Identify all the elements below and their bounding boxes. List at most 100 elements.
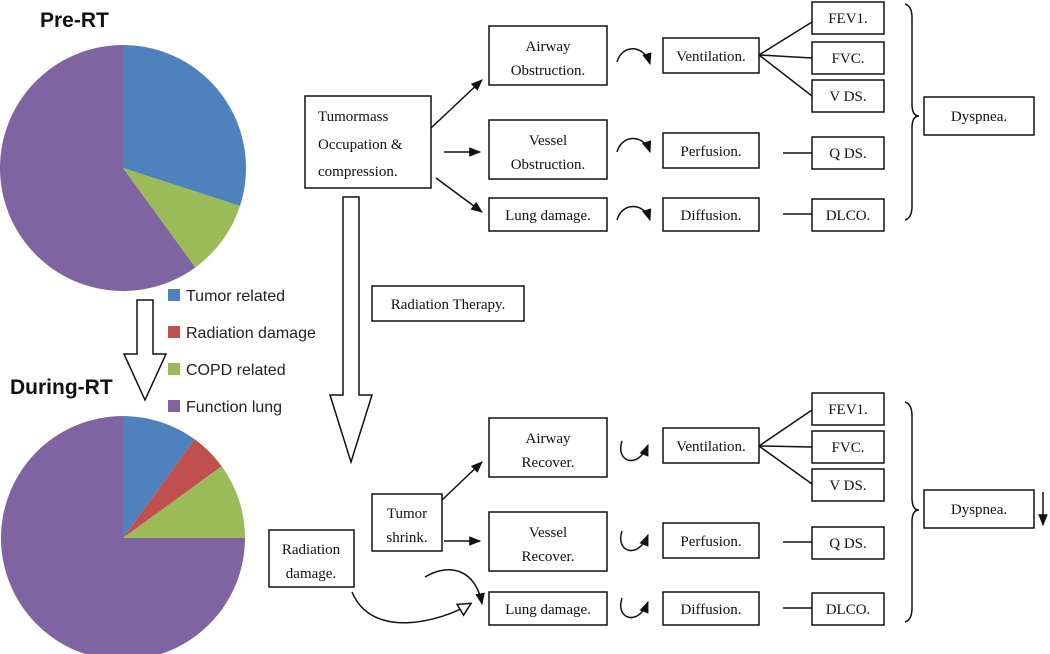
radiation-damage-line1: Radiation (282, 542, 341, 558)
vds-bottom-box (811, 468, 885, 502)
bottom-flow: Tumor shrink. Radiation damage. Airway R… (268, 392, 1048, 626)
fev1-label: FEV1. (828, 11, 868, 27)
dyspnea-bottom-label: Dyspnea. (951, 502, 1007, 518)
dyspnea-label: Dyspnea. (951, 109, 1007, 125)
line-ventilation-vds (758, 54, 813, 97)
fvc-box (811, 41, 885, 75)
qds-bottom-label: Q DS. (829, 536, 867, 552)
curved-arrow-vessel-perfusion (616, 137, 652, 154)
curved-arrow-lung-diffusion (616, 205, 652, 222)
qds-bottom-box (811, 526, 885, 560)
dlco-bottom-box (811, 592, 885, 626)
radiation-therapy-box (371, 285, 525, 322)
vessel-obstruction-line1: Vessel (529, 133, 567, 149)
curved-arrow-airway-ventilation-bottom (619, 440, 649, 462)
legend-label-copd: COPD related (186, 362, 286, 379)
ventilation-label: Ventilation. (676, 49, 746, 65)
perfusion-box (662, 132, 760, 169)
tumormass-box (304, 95, 432, 189)
diffusion-label: Diffusion. (681, 208, 742, 224)
pie-slice-function (0, 45, 196, 291)
pie-pre-title: Pre-RT (40, 9, 109, 32)
dyspnea-bottom-box (923, 489, 1035, 529)
curved-arrow-vessel-perfusion-bottom (619, 530, 649, 552)
lung-damage-bottom-box (488, 591, 608, 626)
vessel-recover-line2: Recover. (522, 549, 575, 565)
vessel-obstruction-line2: Obstruction. (511, 157, 586, 173)
tumormass-label-line3: compression. (318, 164, 398, 180)
radiation-damage-line2: damage. (286, 566, 336, 582)
curved-arrow-airway-ventilation (616, 48, 652, 66)
airway-recover-line2: Recover. (522, 455, 575, 471)
pie-pre-rt (0, 45, 247, 291)
fvc-bottom-label: FVC. (832, 440, 865, 456)
pie-slice-tumor (123, 416, 195, 538)
arrow-shrink-to-airway (441, 461, 483, 501)
pre-to-during-arrow (122, 299, 168, 402)
radiation-damage-box (268, 529, 355, 588)
fev1-bottom-box (811, 392, 885, 426)
ventilation-bottom-label: Ventilation. (676, 439, 746, 455)
tumor-shrink-line1: Tumor (387, 506, 427, 522)
pie-slice-copd (123, 466, 245, 538)
legend-label-radiation: Radiation damage (186, 325, 316, 342)
qds-label: Q DS. (829, 146, 867, 162)
legend-swatch-tumor (168, 289, 180, 301)
legend: Tumor related Radiation damage COPD rela… (168, 288, 316, 416)
pie-during-title: During-RT (10, 376, 113, 399)
vds-box (811, 79, 885, 113)
line-ventilation-fvc-bottom (758, 445, 813, 448)
radiation-therapy-label: Radiation Therapy. (391, 297, 506, 313)
arrow-curve-to-lung (424, 569, 485, 606)
lung-damage-bottom-label: Lung damage. (505, 602, 591, 618)
ventilation-bottom-box (662, 427, 760, 464)
fev1-bottom-label: FEV1. (828, 402, 868, 418)
diffusion-bottom-label: Diffusion. (681, 602, 742, 618)
therapy-down-arrow (328, 196, 374, 465)
dlco-label: DLCO. (826, 208, 871, 224)
arrow-tumor-to-airway (430, 79, 483, 129)
airway-recover-line1: Airway (526, 431, 571, 447)
qds-box (811, 136, 885, 170)
line-ventilation-fev1-bottom (758, 409, 813, 447)
vds-label: V DS. (829, 89, 866, 105)
top-flow: Tumormass Occupation & compression. Airw… (304, 1, 1035, 232)
fvc-bottom-box (811, 430, 885, 464)
legend-swatch-radiation (168, 326, 180, 338)
tumormass-label-line1: Tumormass (318, 109, 388, 125)
vessel-recover-box (488, 511, 608, 572)
legend-swatch-function (168, 400, 180, 412)
fvc-label: FVC. (832, 51, 865, 67)
vds-bottom-label: V DS. (829, 478, 866, 494)
arrow-radiation-to-lung (351, 591, 470, 624)
brace-bottom (904, 401, 920, 623)
pie-slice-tumor (123, 45, 247, 207)
perfusion-label: Perfusion. (680, 144, 741, 160)
diffusion-bottom-box (662, 591, 760, 626)
pie-slice-function (1, 416, 245, 654)
lung-damage-box (488, 197, 608, 232)
pie-during-rt (1, 416, 245, 654)
airway-obstruction-line2: Obstruction. (511, 63, 586, 79)
arrow-tumor-to-lung (435, 177, 483, 213)
airway-obstruction-line1: Airway (526, 39, 571, 55)
tumor-shrink-line2: shrink. (386, 530, 427, 546)
line-ventilation-fvc (758, 54, 813, 59)
lung-damage-label: Lung damage. (505, 208, 591, 224)
dlco-box (811, 198, 885, 232)
legend-swatch-copd (168, 363, 180, 375)
ventilation-box (662, 37, 760, 74)
line-ventilation-vds-bottom (758, 445, 813, 485)
tumormass-label-line2: Occupation & (318, 137, 403, 153)
diffusion-box (662, 197, 760, 232)
airway-obstruction-box (488, 25, 608, 86)
dyspnea-box (923, 96, 1035, 136)
vessel-obstruction-box (488, 119, 608, 180)
dlco-bottom-label: DLCO. (826, 602, 871, 618)
fev1-box (811, 1, 885, 35)
line-ventilation-fev1 (758, 21, 813, 56)
perfusion-bottom-label: Perfusion. (680, 534, 741, 550)
curved-arrow-lung-diffusion-bottom (619, 597, 649, 619)
tumor-shrink-box (371, 493, 443, 552)
